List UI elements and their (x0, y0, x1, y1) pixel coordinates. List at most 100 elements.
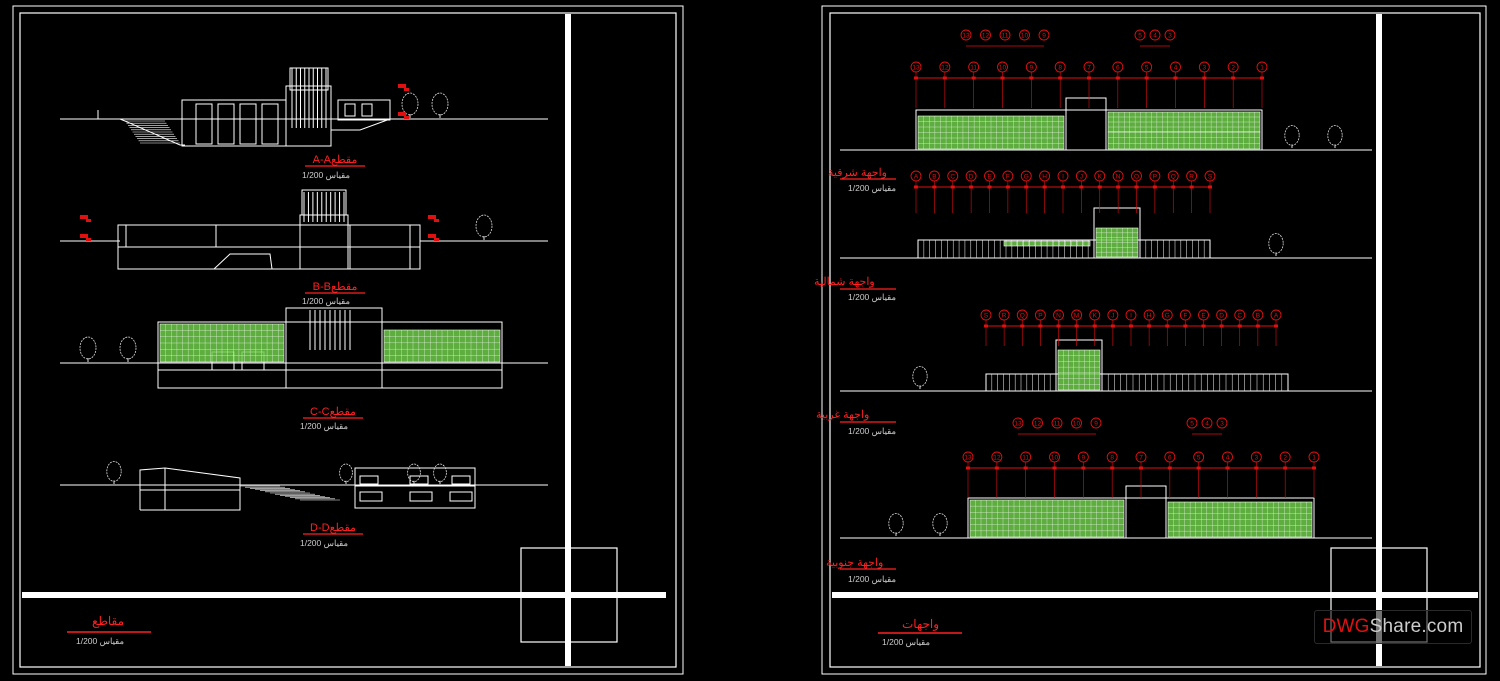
tree-crown (106, 461, 122, 482)
grid-bubble (1222, 451, 1233, 463)
grid-bubble (1204, 170, 1216, 182)
elevation-3-scale: 1/200 ﻣﻘﻴﺎس (848, 426, 896, 437)
grid-bubble (965, 170, 977, 182)
grid-bubble-label: F (1006, 174, 1010, 181)
section-b-b-scale: 1/200 ﻣﻘﻴﺎس (302, 296, 350, 307)
grid-bubble-label: S (1208, 174, 1213, 181)
tree-crown (401, 92, 419, 116)
grid-bubble-label: Q (1020, 313, 1025, 320)
grid-bubble-label: E (1201, 313, 1206, 320)
grid-bubble-label: 12 (982, 33, 990, 40)
grid-bubble (1164, 29, 1176, 41)
grid-bubble (947, 170, 959, 182)
grid-bubble (1198, 309, 1209, 321)
section-b-b-title: B-Bﻣﻘﻄﻊ (313, 281, 358, 293)
grid-bubble-label: 8 (1110, 455, 1114, 462)
grid-bubble-label: E (987, 174, 992, 181)
grid-bubble-label: K (1098, 174, 1103, 181)
dimension-tick (1274, 324, 1278, 328)
dimension-tick (1260, 76, 1264, 80)
grid-bubble (1179, 309, 1191, 321)
grid-bubble-label: 4 (1226, 455, 1230, 462)
grid-bubble (1198, 61, 1210, 73)
grid-bubble (1054, 61, 1066, 73)
grid-bubble (1141, 61, 1153, 73)
grid-bubble-label: A (1274, 313, 1279, 320)
grid-bubble (1049, 451, 1060, 463)
dimension-tick (1024, 185, 1029, 189)
grid-bubble-label: 4 (1153, 33, 1157, 40)
grid-bubble-label: G (1024, 174, 1029, 181)
grid-bubble-label: A (914, 174, 919, 181)
dimension-tick (966, 466, 970, 470)
left-footer-title: ﻣﻘﺎﻃﻊ (92, 614, 124, 628)
grid-bubble-label: H (1042, 174, 1047, 181)
dimension-tick (1255, 324, 1260, 328)
dimension-tick (1208, 185, 1212, 189)
grid-bubble (968, 61, 980, 73)
dimension-tick (1202, 76, 1207, 80)
grid-bubble-label: 4 (1174, 65, 1178, 72)
grid-bubble-label: P (1153, 174, 1157, 181)
landscape-trees-left (79, 92, 493, 484)
grid-bubble-label: 12 (993, 455, 1001, 462)
grid-bubble (998, 309, 1010, 321)
dimension-tick (1152, 185, 1157, 189)
right-sheet-frame (821, 5, 1487, 675)
grid-bubble (1134, 29, 1146, 41)
right-footer-title: ﻭاﺟﻬﺎﺕ (902, 617, 939, 631)
grid-bubble (1112, 61, 1124, 73)
grid-bubble-label: K (1093, 313, 1098, 320)
grid-bubble (1125, 309, 1137, 321)
elevation-4-title: ﻭاﺟﻬﺔ ﺟﻨﻮﺑﻴﺔ (826, 557, 883, 569)
tree-crown (119, 336, 137, 360)
tree-crown (433, 463, 447, 483)
section-d-d (60, 467, 548, 511)
dimension-tick (969, 185, 974, 189)
dimension-tick (1196, 466, 1201, 470)
grid-bubble-label: I (1130, 313, 1132, 320)
tree-crown (1268, 233, 1284, 254)
grid-bubble-label: N (1116, 174, 1121, 181)
grid-bubble-label: 9 (1094, 421, 1098, 428)
grid-bubble-label: C (1237, 313, 1242, 320)
grid-bubble-label: H (1147, 313, 1152, 320)
dimension-tick (971, 76, 976, 80)
grid-bubble (1131, 170, 1142, 182)
grid-bubble-label: D (969, 174, 974, 181)
elevation-4-facade (969, 499, 1313, 538)
section-c-c (60, 307, 548, 389)
grid-bubble-label: F (1183, 313, 1187, 320)
section-d-d-title: D-Dﻣﻘﻄﻊ (310, 522, 356, 534)
grid-bubble-label: 7 (1139, 455, 1143, 462)
grid-bubble-label: 11 (1054, 421, 1061, 428)
grid-bubble-label: 2 (1283, 455, 1287, 462)
dimension-tick (932, 185, 937, 189)
grid-bubble-label: G (1165, 313, 1170, 320)
grid-bubble (1019, 29, 1030, 41)
dimension-tick (984, 324, 988, 328)
dimension-tick (1097, 185, 1102, 189)
grid-bubble (1106, 451, 1118, 463)
dimension-tick (1171, 185, 1176, 189)
grid-bubble (1020, 170, 1032, 182)
grid-bubble (1053, 309, 1064, 321)
grid-bubble-label: 10 (1073, 421, 1081, 428)
grid-bubble (980, 29, 991, 41)
elevation-3-facade (985, 349, 1289, 391)
dimension-tick (1144, 76, 1149, 80)
section-markers-left (80, 84, 439, 241)
grid-bubble-label: C (950, 174, 955, 181)
grid-bubble (960, 29, 972, 41)
tree-crown (407, 463, 421, 483)
grid-bubble (1090, 417, 1102, 429)
grid-bubble (1216, 309, 1228, 321)
grid-bubble (1167, 170, 1179, 182)
grid-bubble-label: 10 (1021, 33, 1029, 40)
grid-bubble (1016, 309, 1028, 321)
grid-bubble-label: B (932, 174, 936, 181)
grid-bubble (1012, 417, 1024, 429)
dimension-tick (1056, 324, 1061, 328)
grid-bubble (1038, 29, 1050, 41)
